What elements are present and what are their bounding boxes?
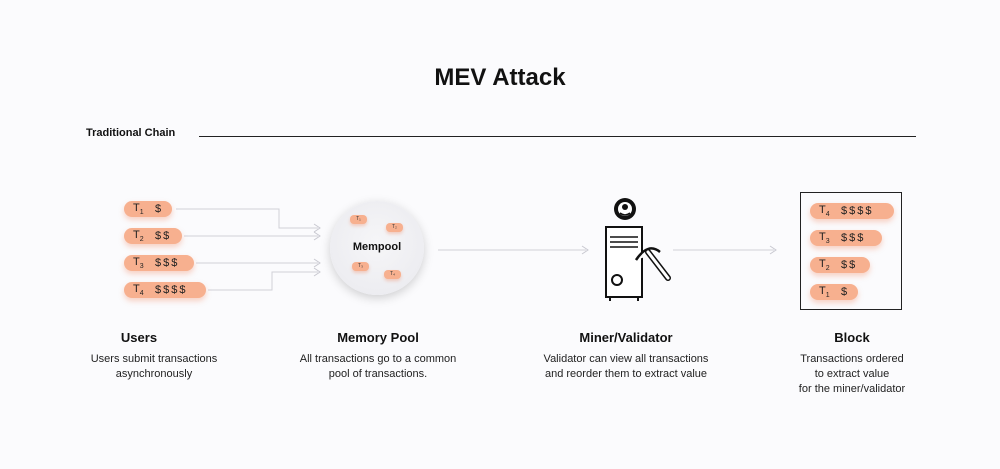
mempool-label: Mempool <box>352 241 402 253</box>
miner-head-icon <box>614 198 636 220</box>
section-label: Traditional Chain <box>86 127 176 139</box>
mempool-transaction-2: T₂ <box>386 223 403 232</box>
users-description: Users submit transactions asynchronously <box>90 353 218 380</box>
block-transaction-4: T4 $$$$ <box>810 203 894 219</box>
server-icon <box>605 226 643 301</box>
mempool-transaction-1: T₁ <box>350 215 367 224</box>
connector-t1 <box>176 208 318 229</box>
user-transaction-1: T1 $ <box>124 201 172 217</box>
miner-description: Validator can view all transactions and … <box>543 353 709 380</box>
user-transaction-2: T2 $$ <box>124 228 182 244</box>
block-transaction-2: T2 $$ <box>810 257 870 273</box>
mempool-transaction-4: T₄ <box>384 270 401 279</box>
mempool-transaction-3: T₃ <box>352 262 369 271</box>
mempool-circle: T₁ T₂ T₃ T₄ Mempool <box>330 201 424 295</box>
user-transaction-4: T4 $$$$ <box>124 282 206 298</box>
block-description: Transactions ordered to extract value fo… <box>798 353 906 395</box>
pickaxe-icon <box>634 247 671 281</box>
section-divider <box>199 136 916 137</box>
block-title: Block <box>834 330 870 345</box>
block-transaction-1: T1 $ <box>810 284 858 300</box>
users-title: Users <box>120 330 158 345</box>
memory-pool-title: Memory Pool <box>337 330 419 345</box>
diagram-title: MEV Attack <box>434 64 566 91</box>
block-transaction-3: T3 $$$ <box>810 230 882 246</box>
memory-pool-description: All transactions go to a common pool of … <box>299 353 457 380</box>
connector-t4 <box>208 271 318 291</box>
miner-title: Miner/Validator <box>579 330 673 345</box>
miner-illustration <box>605 198 671 301</box>
user-transaction-3: T3 $$$ <box>124 255 194 271</box>
